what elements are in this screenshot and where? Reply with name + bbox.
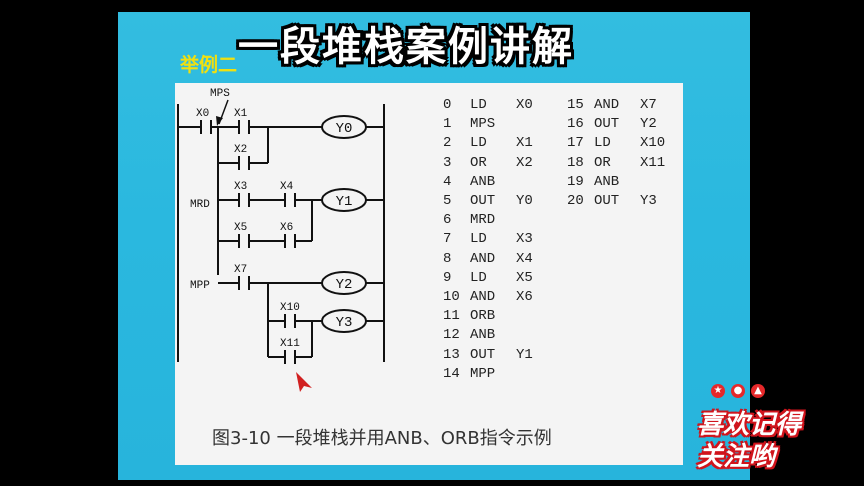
instruction-arg: X1 xyxy=(516,135,533,152)
instruction-step: 14 xyxy=(443,365,460,382)
contact-x7: X7 xyxy=(234,264,250,290)
instruction-arg: X2 xyxy=(516,154,533,171)
badge-line2: 关注哟 xyxy=(697,442,776,472)
contact-x2: X2 xyxy=(234,144,250,170)
figure-card xyxy=(175,83,683,465)
instruction-op: LD xyxy=(470,97,487,113)
contact-x6: X6 xyxy=(280,222,296,248)
instruction-op: MPP xyxy=(470,365,496,382)
instruction-op: ANB xyxy=(470,327,496,344)
instruction-op: LD xyxy=(594,135,611,152)
coil-y2: Y2 xyxy=(321,271,367,295)
contact-x5: X5 xyxy=(234,222,250,248)
instruction-arg: Y1 xyxy=(516,346,533,363)
contact-x4: X4 xyxy=(280,181,296,207)
contact-label: X6 xyxy=(280,222,293,234)
instruction-op: ORB xyxy=(470,308,496,325)
instruction-arg: X3 xyxy=(516,231,533,248)
contact-x1: X1 xyxy=(234,108,250,134)
contact-label: X2 xyxy=(234,144,247,156)
instruction-step: 11 xyxy=(443,308,460,325)
contact-x11: X11 xyxy=(280,338,300,364)
mpp-label: MPP xyxy=(190,280,210,292)
contact-label: X5 xyxy=(234,222,247,234)
instruction-step: 2 xyxy=(443,135,452,152)
instruction-step: 13 xyxy=(443,346,460,363)
instruction-step: 16 xyxy=(567,116,584,133)
instruction-op: OUT xyxy=(594,116,620,133)
thumbs-up-icon: ▲ xyxy=(751,384,765,398)
instruction-step: 6 xyxy=(443,212,452,229)
coil-y0: Y0 xyxy=(321,115,367,139)
instruction-step: 19 xyxy=(567,173,584,190)
instruction-step: 4 xyxy=(443,173,452,190)
contact-label: X0 xyxy=(196,108,209,120)
instruction-op: AND xyxy=(470,289,496,305)
instruction-op: LD xyxy=(470,231,487,248)
instruction-step: 5 xyxy=(443,193,452,209)
instruction-step: 17 xyxy=(567,135,584,152)
follow-badge: ★ ● ▲ 喜欢记得 关注哟 xyxy=(697,380,817,480)
chat-icon: ● xyxy=(731,384,745,398)
instruction-step: 9 xyxy=(443,269,452,286)
coil-y3: Y3 xyxy=(321,309,367,333)
contact-label: X10 xyxy=(280,302,300,314)
instruction-step: 3 xyxy=(443,154,452,171)
coil-label: Y2 xyxy=(336,277,353,293)
instruction-step: 7 xyxy=(443,231,452,248)
instruction-step: 1 xyxy=(443,116,452,133)
figure-caption: 图3-10 一段堆栈并用ANB、ORB指令示例 xyxy=(212,428,552,449)
instruction-arg: X11 xyxy=(640,154,666,171)
contact-x10: X10 xyxy=(280,302,300,328)
instruction-arg: X10 xyxy=(640,135,666,152)
instruction-op: AND xyxy=(470,250,496,267)
mps-label: MPS xyxy=(210,88,230,100)
coil-label: Y0 xyxy=(336,121,353,137)
instruction-op: OUT xyxy=(470,346,496,363)
instruction-arg: X5 xyxy=(516,269,533,286)
instruction-op: OUT xyxy=(594,193,620,209)
instruction-op: ANB xyxy=(594,173,620,190)
instruction-op: OR xyxy=(594,154,611,171)
instruction-arg: X6 xyxy=(516,289,533,305)
instruction-op: MRD xyxy=(470,212,496,229)
instruction-arg: Y0 xyxy=(516,193,533,209)
instruction-arg: X0 xyxy=(516,97,533,113)
coil-label: Y1 xyxy=(336,194,353,210)
instruction-op: AND xyxy=(594,97,620,113)
instruction-arg: X7 xyxy=(640,97,657,113)
instruction-op: LD xyxy=(470,269,487,286)
star-icon: ★ xyxy=(711,384,725,398)
contact-label: X3 xyxy=(234,181,247,193)
example-label: 举例二 xyxy=(180,54,238,76)
instruction-step: 10 xyxy=(443,289,460,305)
instruction-op: MPS xyxy=(470,116,496,133)
instruction-arg: Y2 xyxy=(640,116,657,133)
instruction-step: 15 xyxy=(567,97,584,113)
instruction-op: OR xyxy=(470,154,487,171)
video-title: 一段堆栈案例讲解 xyxy=(238,24,574,70)
instruction-step: 8 xyxy=(443,250,452,267)
instruction-step: 20 xyxy=(567,193,584,209)
mrd-label: MRD xyxy=(190,199,210,211)
contact-x3: X3 xyxy=(234,181,250,207)
contact-label: X7 xyxy=(234,264,247,276)
instruction-arg: X4 xyxy=(516,250,533,267)
instruction-op: OUT xyxy=(470,193,496,209)
instruction-op: ANB xyxy=(470,173,496,190)
contact-label: X4 xyxy=(280,181,294,193)
contact-x0: X0 xyxy=(196,108,212,134)
instruction-step: 18 xyxy=(567,154,584,171)
mouse-cursor-icon xyxy=(296,372,312,392)
coil-label: Y3 xyxy=(336,315,353,331)
badge-line1: 喜欢记得 xyxy=(697,410,802,440)
contact-label: X11 xyxy=(280,338,300,350)
contact-label: X1 xyxy=(234,108,248,120)
instruction-step: 0 xyxy=(443,97,452,113)
coil-y1: Y1 xyxy=(321,188,367,212)
instruction-arg: Y3 xyxy=(640,193,657,209)
instruction-step: 12 xyxy=(443,327,460,344)
instruction-op: LD xyxy=(470,135,487,152)
